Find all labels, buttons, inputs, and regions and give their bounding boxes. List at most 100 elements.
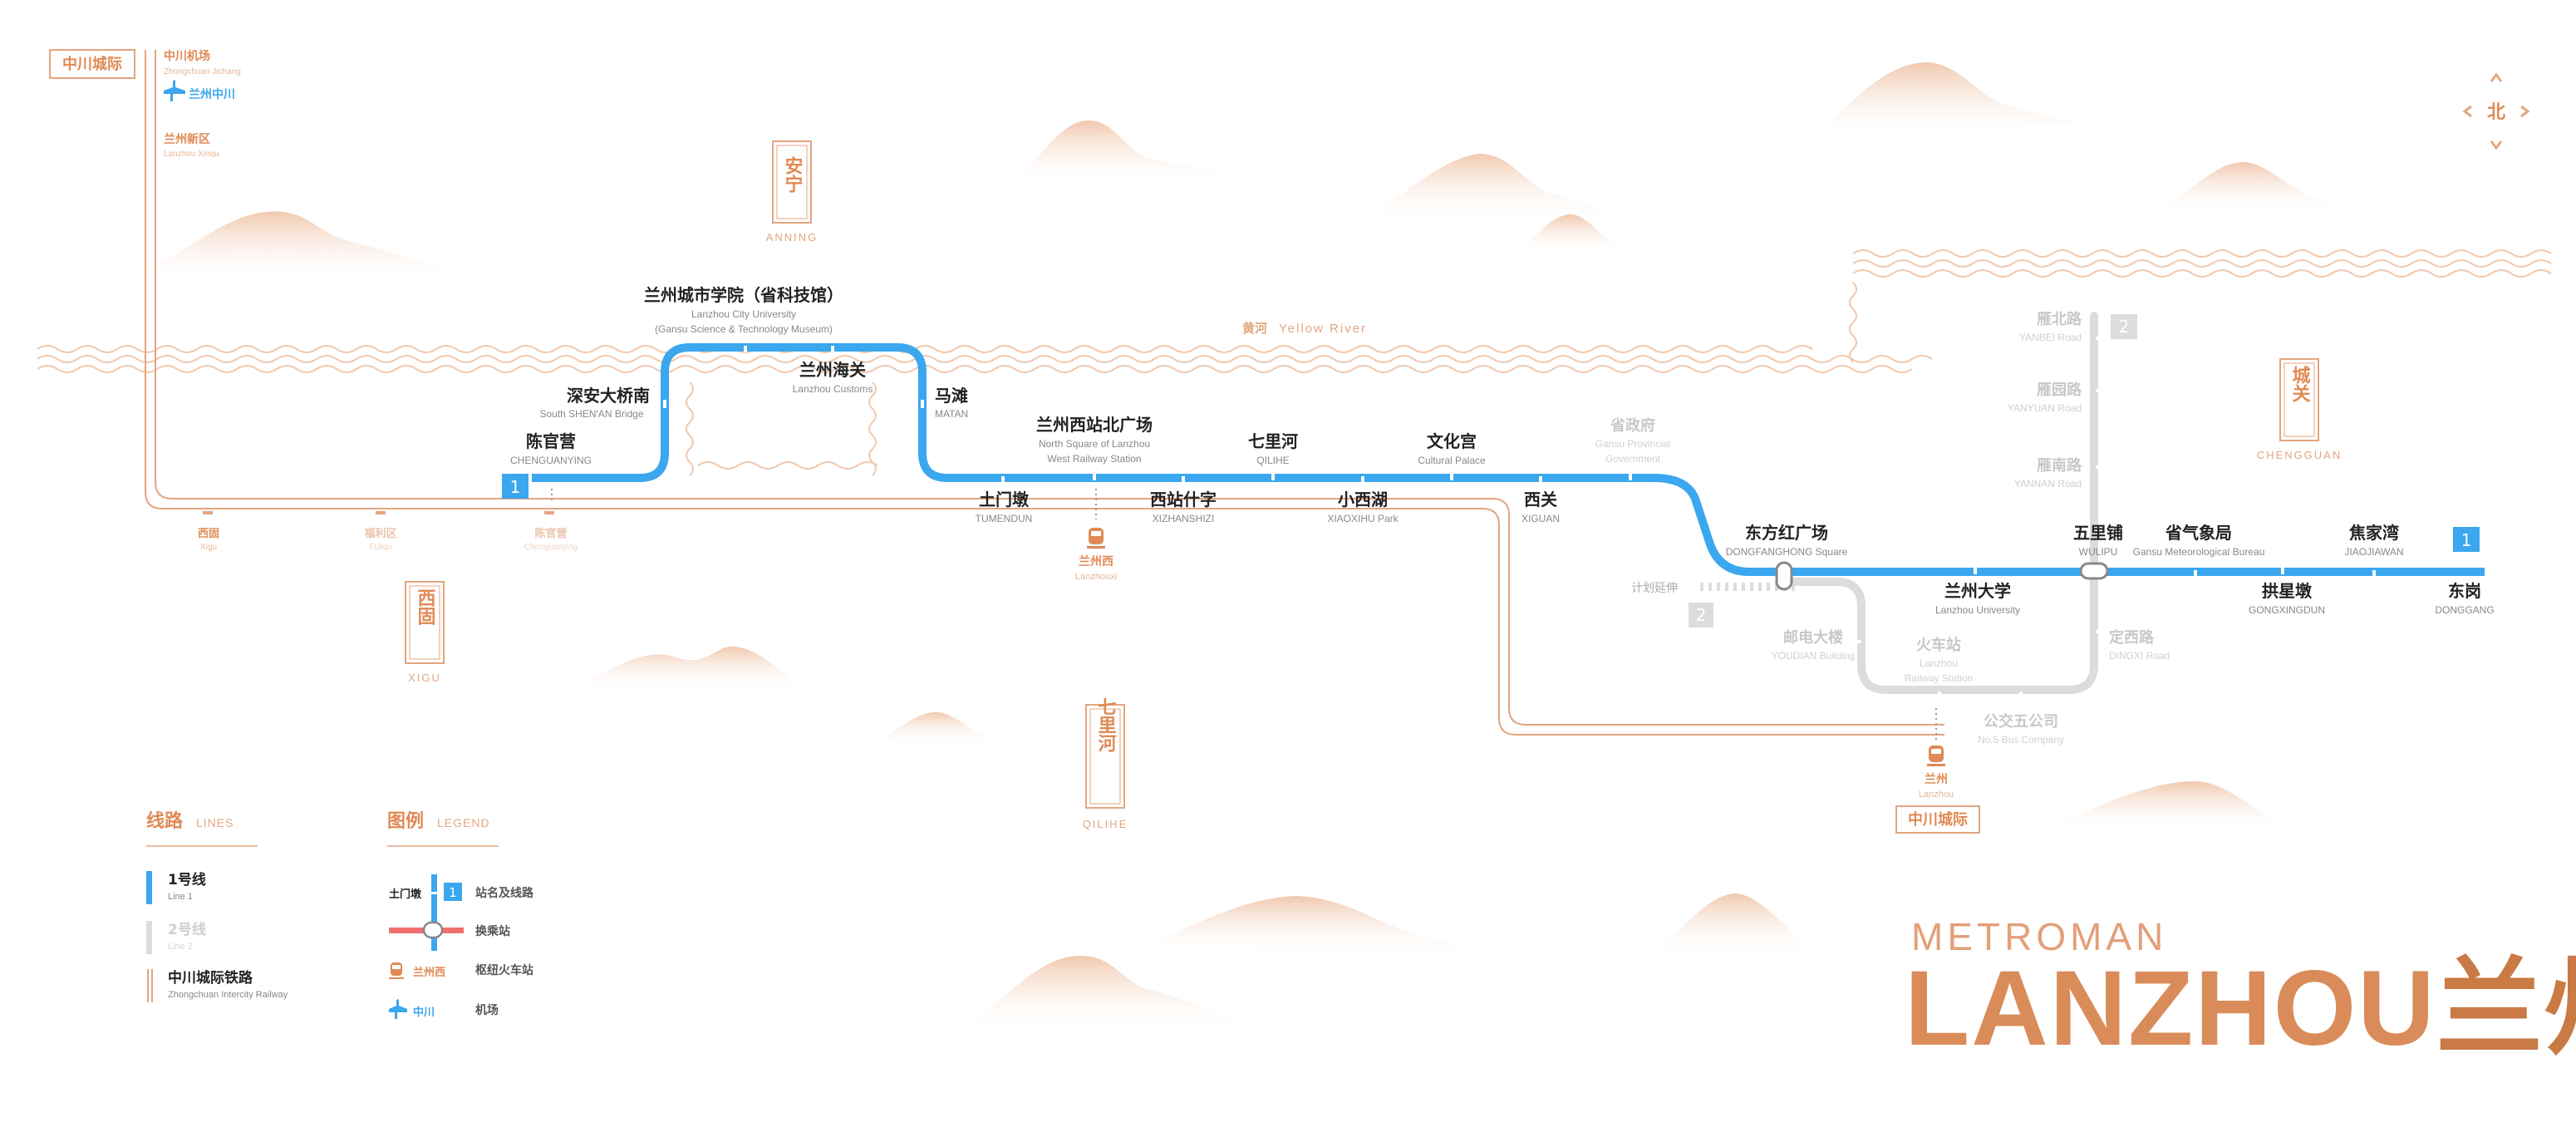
station-name[interactable]: 雁南路: [2037, 456, 2082, 475]
station-name[interactable]: 邮电大楼: [1783, 628, 1843, 647]
station-name[interactable]: 土门墩: [979, 490, 1030, 509]
line1-badge-text: 1: [510, 477, 521, 497]
intercity-top-station: 兰州新区: [164, 132, 210, 146]
intercity-station-en: Xigu: [200, 543, 217, 552]
station-name-en: West Railway Station: [1047, 453, 1141, 465]
intercity-station-ticks: [203, 511, 554, 514]
district-anning: 安宁 ANNING: [766, 140, 816, 244]
legend-title: 图例: [387, 811, 424, 832]
station-name[interactable]: 兰州城市学院（省科技馆）: [644, 285, 843, 305]
station-name[interactable]: 焦家湾: [2349, 523, 2399, 543]
brand-title-zh: 兰州: [2436, 949, 2576, 1068]
station-name[interactable]: 雁园路: [2037, 381, 2082, 399]
station-name[interactable]: 七里河: [1248, 431, 1298, 451]
station-name[interactable]: 东岗: [2448, 581, 2481, 601]
mountain: [2161, 162, 2368, 214]
line2-badge-text: 2: [1696, 605, 1707, 625]
station-name[interactable]: 小西湖: [1338, 490, 1388, 509]
district-xigu: 西固 XIGU: [405, 581, 445, 684]
station-name[interactable]: 深安大桥南: [567, 386, 650, 406]
station-name[interactable]: 陈官营: [526, 431, 576, 451]
mountain: [1812, 62, 2077, 141]
district-name-en: QILIHE: [1083, 818, 1128, 830]
station-name-en: YOUDIAN Building: [1772, 650, 1856, 662]
line-1: [532, 343, 2485, 576]
mountain: [125, 211, 482, 283]
mountain-decorations: [125, 62, 2368, 1031]
station-name[interactable]: 五里铺: [2073, 523, 2123, 543]
district-name-en: CHENGGUAN: [2257, 449, 2342, 461]
transfer-station-dongfanghong[interactable]: [1775, 561, 1793, 591]
legend-item-label: 机场: [475, 1003, 499, 1017]
station-name[interactable]: 东方红广场: [1745, 523, 1828, 543]
line2-station-ticks: [1855, 337, 2102, 698]
station-name-en: YANYUAN Road: [2008, 402, 2082, 414]
district-name: 西固: [415, 588, 436, 626]
line2-badge-text: 2: [2119, 317, 2130, 337]
line2-badge: [2111, 314, 2137, 339]
arrow-up-icon: [2490, 72, 2503, 82]
brand-title-en: LANZHOU: [1905, 949, 2436, 1068]
mountain: [1014, 121, 1263, 187]
rail-hub-zh: 兰州西: [1079, 554, 1113, 568]
station-name[interactable]: 马滩: [935, 386, 968, 406]
yellow-river: [37, 249, 2552, 476]
mountain: [964, 956, 1263, 1031]
intercity-railway: [145, 50, 1944, 736]
legend-line-sample: [431, 874, 437, 951]
brand-title: LANZHOU兰州: [1905, 956, 2576, 1062]
legend-sample-airport: 中川: [413, 1006, 435, 1019]
station-name-en: Gansu Meteorological Bureau: [2133, 546, 2265, 558]
station-name-en: MATAN: [935, 408, 968, 420]
station-name[interactable]: 定西路: [2109, 628, 2155, 647]
station-name-en: DONGFANGHONG Square: [1726, 546, 1848, 558]
transfer-station-wulipu[interactable]: [2079, 562, 2109, 580]
station-name[interactable]: 西关: [1524, 490, 1557, 509]
station-name[interactable]: 省气象局: [2165, 523, 2232, 543]
legend-transfer-icon: [422, 921, 444, 939]
mountain: [1654, 893, 1820, 956]
intercity-station-en: Fuliqu: [369, 543, 391, 552]
legend-intercity-swatch: [147, 969, 149, 1002]
train-icon: [1087, 528, 1105, 549]
mountain: [573, 647, 806, 690]
station-name-en: DONGGANG: [2435, 604, 2494, 616]
station-name[interactable]: 兰州大学: [1944, 581, 2011, 601]
train-icon: [1927, 746, 1945, 766]
station-name-en: XIGUAN: [1522, 513, 1560, 524]
station-name-en: TUMENDUN: [976, 513, 1033, 524]
legend-line-name-en: Line 1: [168, 892, 193, 902]
intercity-station: 福利区: [363, 527, 396, 540]
station-name-en: WULIPU: [2079, 546, 2118, 558]
station-name-en: Gansu Provincial: [1595, 438, 1671, 450]
arrow-down-icon: [2490, 140, 2503, 150]
station-name-en: XIZHANSHIZI: [1153, 513, 1215, 524]
station-name[interactable]: 省政府: [1610, 416, 1655, 435]
legend-line-name-en: Line 2: [168, 942, 193, 952]
compass[interactable]: 北: [2462, 72, 2530, 150]
station-name[interactable]: 火车站: [1916, 636, 1961, 654]
station-name[interactable]: 拱星墩: [2262, 581, 2313, 601]
station-name-en: JIAOJIAWAN: [2344, 546, 2403, 558]
station-name-en: Railway Station: [1905, 672, 1974, 684]
station-name-en: Cultural Palace: [1418, 455, 1486, 466]
legend-badge-text: 1: [449, 885, 457, 900]
station-name[interactable]: 文化宫: [1427, 431, 1477, 451]
district-name: 七里河: [1095, 697, 1117, 753]
station-name-en: Lanzhou: [1920, 657, 1958, 669]
rail-hub-en: Lanzhou: [1919, 790, 1954, 800]
arrow-right-icon: [2520, 105, 2530, 118]
station-name[interactable]: 兰州西站北广场: [1036, 415, 1153, 435]
station-name[interactable]: 西站什字: [1150, 490, 1217, 509]
station-name-en: YANBEI Road: [2019, 332, 2082, 343]
mountain: [2044, 781, 2293, 831]
station-name[interactable]: 雁北路: [2037, 310, 2082, 328]
station-name[interactable]: 兰州海关: [799, 360, 866, 380]
intercity-station-en: Chenguanying: [524, 543, 578, 552]
compass-north: 北: [2487, 102, 2505, 123]
station-name[interactable]: 公交五公司: [1984, 712, 2058, 731]
legend-title-en: LEGEND: [437, 816, 490, 829]
intercity-label: 中川城际: [1908, 810, 1968, 829]
district-qilihe: 七里河 QILIHE: [1083, 697, 1128, 830]
